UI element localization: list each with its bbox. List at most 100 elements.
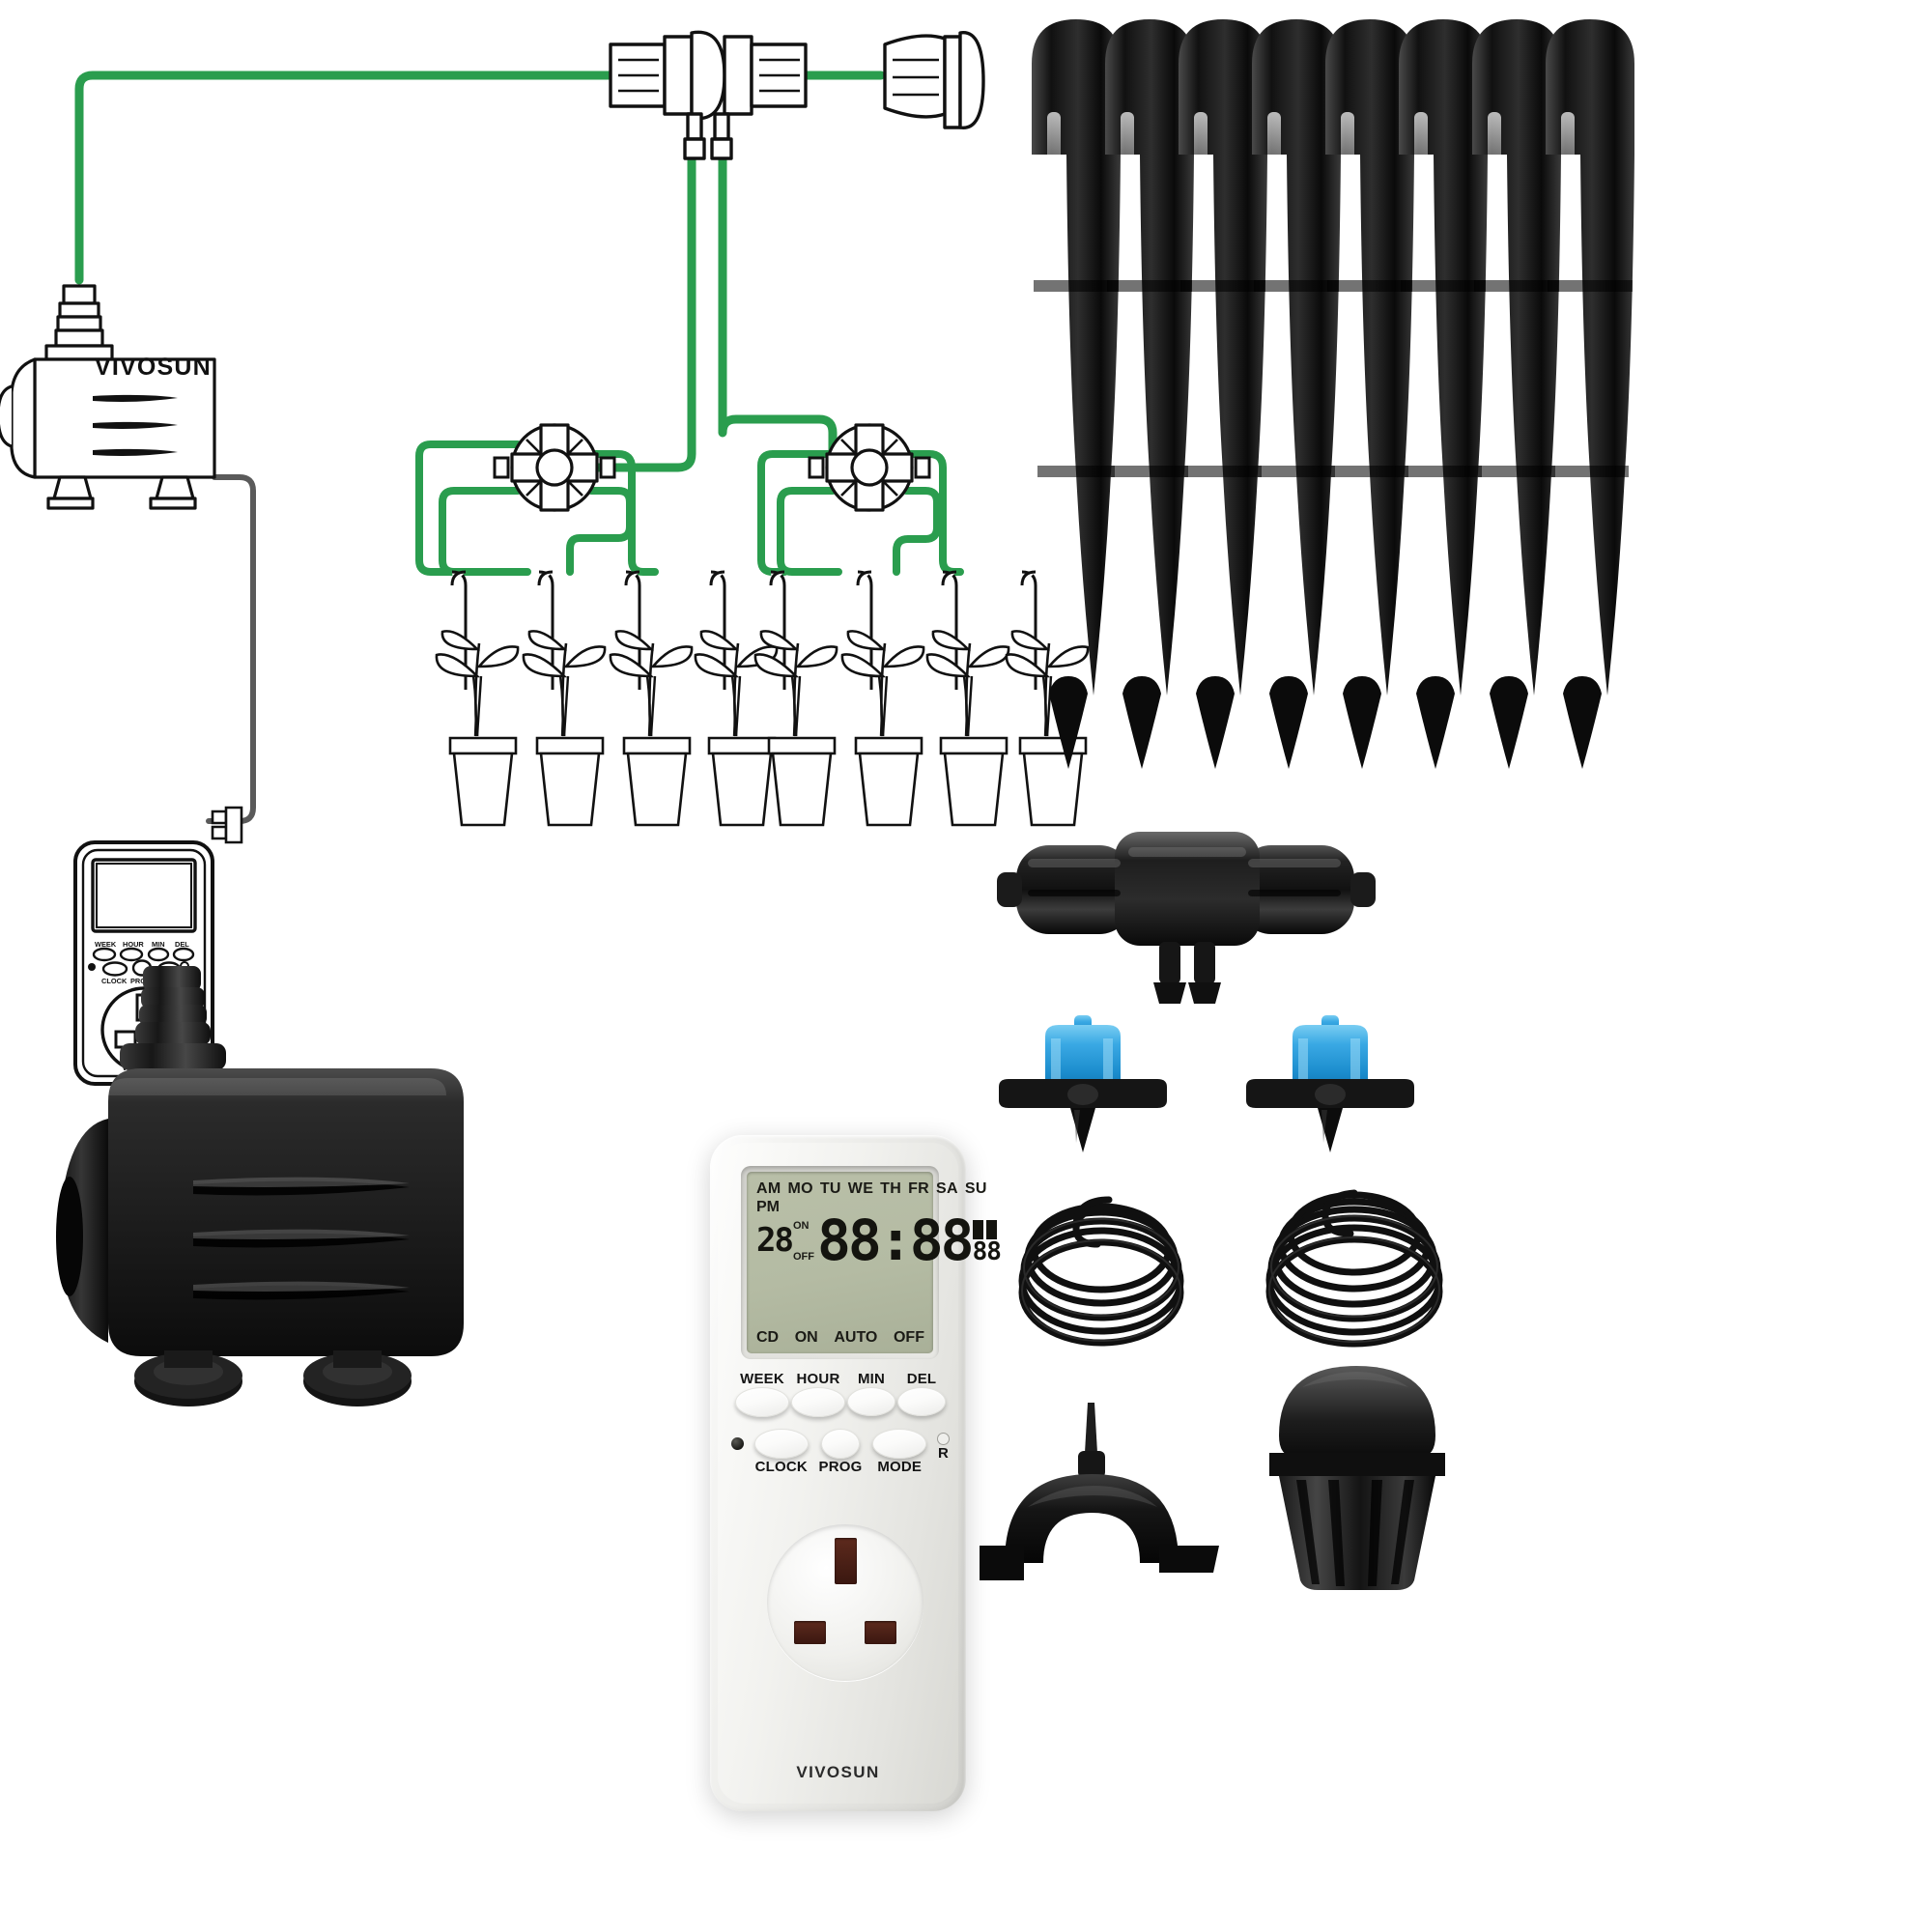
end-cap-line-art xyxy=(883,31,985,129)
lcd-main-row: 28 ON OFF 88:88 88 xyxy=(756,1212,1002,1267)
tube-splitterA-out1 xyxy=(415,440,522,576)
mode-button[interactable]: MODE xyxy=(872,1429,927,1475)
splitter-left xyxy=(493,423,616,512)
system-schematic: VIVOSUN xyxy=(0,30,1090,1086)
clip-arch-body xyxy=(1005,1474,1179,1563)
svg-text:WEEK: WEEK xyxy=(95,940,117,949)
adjustable-dripper-emitter-1 xyxy=(999,1015,1167,1152)
lcd-day-tu: TU xyxy=(819,1180,841,1197)
timer-button-row-bottom: CLOCK PROG MODE R xyxy=(731,1429,950,1475)
filter-cap-ribs xyxy=(1296,1480,1414,1586)
tube-splitterA-out2 xyxy=(439,487,531,576)
filter-cap-hood xyxy=(1279,1366,1435,1457)
pump-line-art xyxy=(0,284,216,510)
drip-stake-6 xyxy=(1399,19,1488,769)
mode-button-cap[interactable] xyxy=(872,1429,927,1459)
clock-button[interactable]: CLOCK xyxy=(753,1429,809,1475)
tee-connector-ribs xyxy=(618,58,800,93)
filter-cap-ring xyxy=(1269,1453,1445,1476)
lcd-screen: AM MO TU WE TH FR SA SU PM 28 xyxy=(747,1172,1002,1353)
emitter-blue-cap xyxy=(1293,1025,1368,1089)
reset-button-label: R xyxy=(937,1445,949,1462)
plant-group xyxy=(435,570,1090,827)
tube-splitterB-out3 xyxy=(893,487,941,576)
plant-pot-5 xyxy=(753,570,838,827)
lcd-status-row: CD ON AUTO OFF xyxy=(756,1329,924,1347)
drip-stake-2 xyxy=(1105,19,1194,769)
tube-splitterB-out1 xyxy=(757,450,837,576)
pump-brand-diagram: VIVOSUN xyxy=(95,354,212,381)
lcd-day-su: SU xyxy=(964,1180,987,1197)
tee-right-nipple xyxy=(1350,872,1376,907)
pump-intake-slot xyxy=(56,1177,83,1296)
end-cap-ribs xyxy=(893,58,939,97)
prog-button-label: PROG xyxy=(818,1459,863,1475)
pump-outlet-nozzle xyxy=(120,966,226,1070)
emitter-spike xyxy=(1070,1108,1095,1152)
power-cord xyxy=(206,474,256,824)
plant-pot-1 xyxy=(435,570,520,827)
hose-coil-right xyxy=(1265,1189,1443,1348)
clip-neck xyxy=(1078,1451,1105,1478)
uk-power-socket[interactable] xyxy=(767,1524,923,1681)
week-button[interactable]: WEEK xyxy=(735,1371,789,1417)
socket-earth-pin xyxy=(835,1538,857,1584)
lcd-status-off: OFF xyxy=(893,1329,924,1346)
lcd-status-on: ON xyxy=(794,1329,818,1346)
plant-pot-4 xyxy=(694,570,779,827)
tee-left-nipple xyxy=(997,872,1022,907)
prog-button[interactable]: PROG xyxy=(819,1429,863,1475)
svg-text:DEL: DEL xyxy=(175,940,189,949)
lcd-indicator-blocks xyxy=(972,1219,997,1239)
del-button-cap[interactable] xyxy=(897,1387,946,1416)
svg-text:HOUR: HOUR xyxy=(123,940,144,949)
reset-hole-icon[interactable] xyxy=(936,1433,950,1445)
prog-button-cap[interactable] xyxy=(820,1429,860,1459)
power-led-icon xyxy=(731,1437,744,1450)
tee-connector-line-art xyxy=(609,30,808,160)
lcd-am-label: AM xyxy=(756,1180,781,1197)
svg-text:MIN: MIN xyxy=(152,940,165,949)
lcd-day-sa: SA xyxy=(936,1180,958,1197)
lcd-bezel: AM MO TU WE TH FR SA SU PM 28 xyxy=(741,1166,1002,1359)
timer-brand-photo: VIVOSUN xyxy=(796,1763,880,1781)
min-button[interactable]: MIN xyxy=(847,1371,895,1417)
lcd-program-block: 28 ON OFF xyxy=(756,1220,814,1263)
week-button-cap[interactable] xyxy=(735,1387,789,1417)
hour-button[interactable]: HOUR xyxy=(791,1371,845,1417)
tube-splitterB-out4 xyxy=(891,450,964,576)
drip-stake-4 xyxy=(1252,19,1341,769)
tee-outlet-stems xyxy=(1153,942,1221,1004)
lcd-block-1 xyxy=(972,1219,983,1239)
lcd-day-fr: FR xyxy=(908,1180,930,1197)
lcd-day-we: WE xyxy=(847,1180,874,1197)
hour-button-label: HOUR xyxy=(796,1371,840,1387)
lcd-program-number: 28 xyxy=(756,1220,794,1260)
clock-button-cap[interactable] xyxy=(753,1429,809,1459)
lcd-day-mo: MO xyxy=(787,1180,813,1197)
lcd-time-digits: 88:88 xyxy=(816,1208,975,1273)
plant-pot-2 xyxy=(522,570,607,827)
reset-button[interactable]: R xyxy=(936,1433,950,1462)
lcd-status-auto: AUTO xyxy=(834,1329,878,1346)
hour-button-cap[interactable] xyxy=(791,1387,845,1417)
lcd-status-cd: CD xyxy=(756,1329,780,1346)
digital-timer-photo: AM MO TU WE TH FR SA SU PM 28 xyxy=(710,1135,1002,1811)
pump-vent-slots xyxy=(93,394,178,456)
pump-brand-photo: VIVOSUN xyxy=(211,1428,402,1470)
week-button-label: WEEK xyxy=(740,1371,784,1387)
drip-stake-7 xyxy=(1472,19,1561,769)
drip-stakes-group xyxy=(1032,19,1634,769)
min-button-cap[interactable] xyxy=(847,1387,895,1416)
socket-live-pin xyxy=(794,1621,826,1644)
drip-stake-5 xyxy=(1325,19,1414,769)
emitter-spike xyxy=(1318,1108,1343,1152)
lcd-on-label: ON xyxy=(792,1219,810,1232)
pump-suction-feet xyxy=(134,1350,412,1406)
plant-pot-6 xyxy=(840,570,925,827)
lcd-pm-label: PM xyxy=(756,1199,780,1215)
del-button-label: DEL xyxy=(906,1371,937,1387)
timer-button-row-top: WEEK HOUR MIN DEL xyxy=(735,1371,946,1417)
del-button[interactable]: DEL xyxy=(897,1371,946,1417)
